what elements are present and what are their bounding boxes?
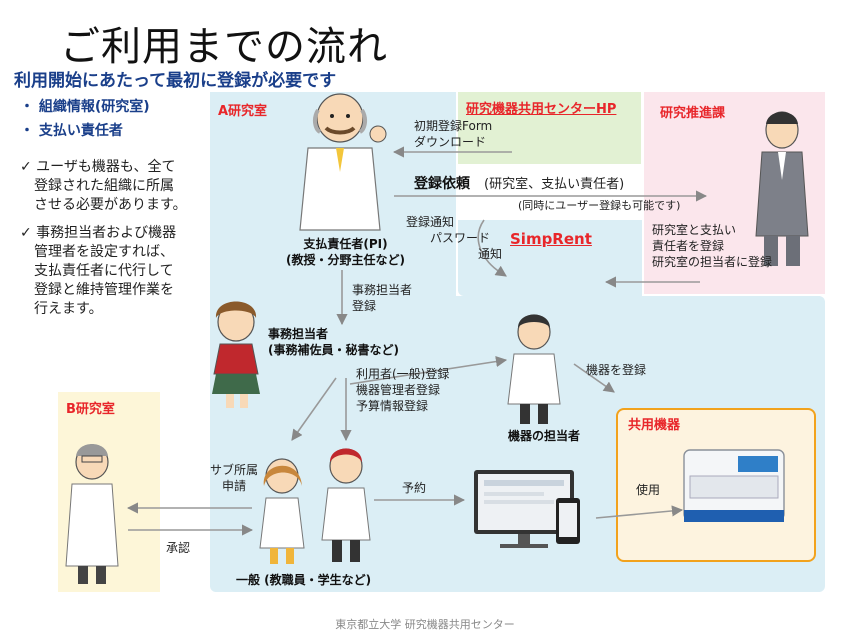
register-request-note: (同時にユーザー登録も可能です) xyxy=(518,199,681,212)
page-subtitle: 利用開始にあたって最初に登録が必要です xyxy=(14,71,337,91)
clerk-figure xyxy=(212,301,260,408)
flow-arrows xyxy=(126,146,708,536)
approve-label: 承認 xyxy=(166,541,191,555)
arrow-use xyxy=(595,505,684,519)
bullet-org-info: ・ 組織情報(研究室) xyxy=(20,99,150,115)
general-user-male-figure xyxy=(321,448,371,562)
pi-label: 支払責任者(PI) (教授・分野主任など) xyxy=(286,237,405,267)
arrow-manager-to-equipment xyxy=(573,363,615,393)
page-title: ご利用までの流れ xyxy=(60,24,388,70)
clerk-registration-label: 利用者(一般)登録 機器管理者登録 予算情報登録 xyxy=(356,367,450,413)
hp-label: 研究機器共用センターHP xyxy=(466,102,617,117)
note-registration: ✓ ユーザも機器も、全て 登録された組織に所属 させる必要があります。 xyxy=(20,159,187,213)
notify-label-3: 通知 xyxy=(478,247,503,261)
equipment-manager-label: 機器の担当者 xyxy=(508,429,581,443)
register-request-label: 登録依頼 xyxy=(414,176,470,192)
equipment-manager-figure xyxy=(507,314,561,424)
lab-a-label: A研究室 xyxy=(218,104,268,119)
bullet-payment: ・ 支払い責任者 xyxy=(20,123,123,139)
lab-b-label: B研究室 xyxy=(66,402,115,417)
equipment-register-label: 機器を登録 xyxy=(586,363,647,377)
assign-clerk-label: 事務担当者 登録 xyxy=(352,283,413,313)
general-user-female-figure xyxy=(259,458,305,564)
notify-label-1: 登録通知 xyxy=(406,215,455,229)
shared-instrument xyxy=(683,449,785,522)
promo-label: 研究推進課 xyxy=(660,106,726,121)
notify-label-2: パスワード xyxy=(430,231,491,245)
clerk-label: 事務担当者 (事務補佐員・秘書など) xyxy=(268,327,399,357)
register-request-detail: (研究室、支払い責任者) xyxy=(484,177,625,192)
arrow-clerk-to-general-left xyxy=(291,377,337,441)
professor-figure xyxy=(299,93,387,231)
footer-credit: 東京都立大学 研究機器共用センター xyxy=(335,618,515,631)
lab-b-doctor-figure xyxy=(65,444,119,584)
shared-equipment-label: 共用機器 xyxy=(628,418,681,433)
promo-staff-figure xyxy=(755,111,809,266)
arrow-clerk-to-manager xyxy=(349,355,508,385)
promo-action-label: 研究室と支払い 責任者を登録 研究室の担当者に登録 xyxy=(652,223,773,269)
note-delegation: ✓ 事務担当者および機器 管理者を設定すれば、 支払責任者に代行して 登録と維持… xyxy=(20,225,177,317)
general-user-label: 一般 (教職員・学生など) xyxy=(236,573,372,587)
arrow-notify xyxy=(477,219,507,277)
reserve-label: 予約 xyxy=(402,481,427,495)
use-label: 使用 xyxy=(636,483,661,497)
simprent-label: SimpRent xyxy=(510,230,592,248)
form-download-label: 初期登録Form ダウンロード xyxy=(414,119,493,149)
sub-affiliation-label: サブ所属 申請 xyxy=(210,463,259,493)
reservation-devices xyxy=(474,470,580,548)
